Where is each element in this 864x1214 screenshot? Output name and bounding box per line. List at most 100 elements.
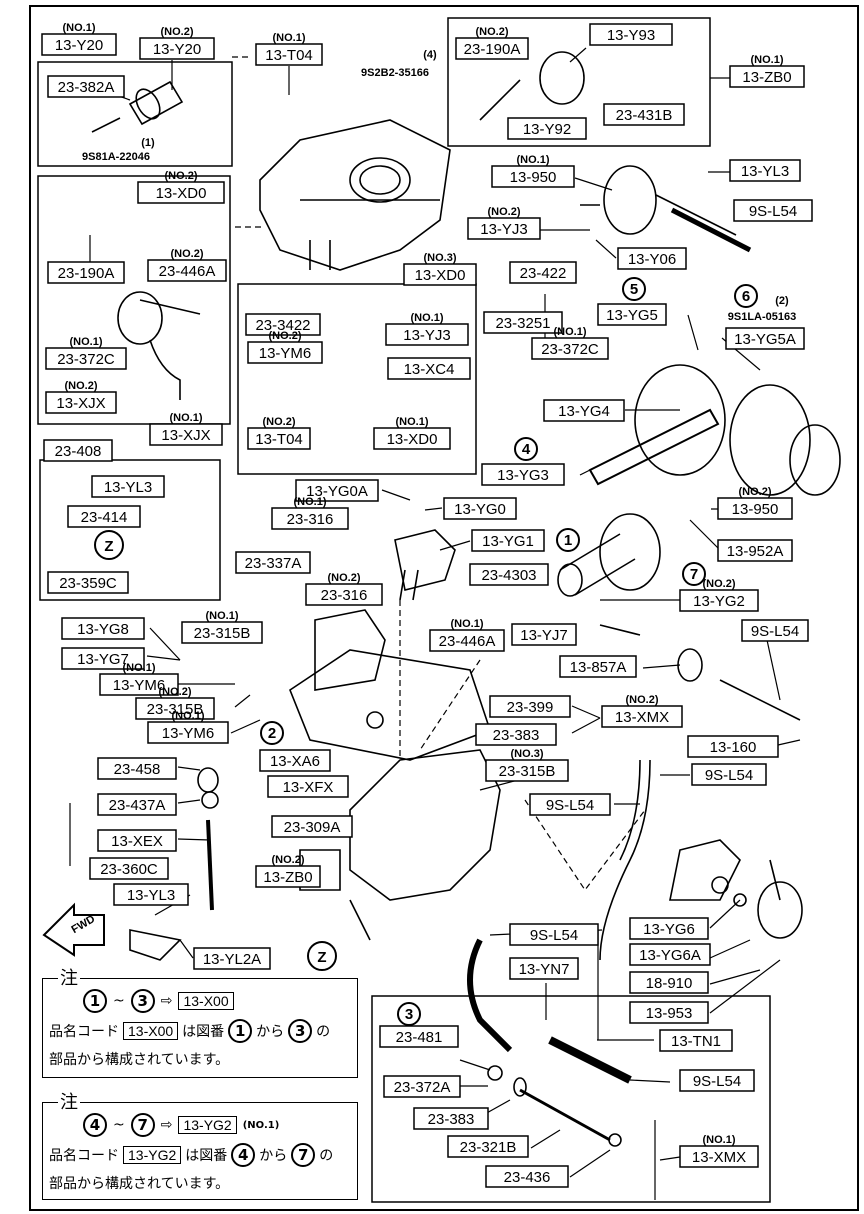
callout-box	[247, 427, 311, 450]
part-callout: 23-316(NO.2)	[305, 572, 383, 606]
callout-box	[529, 793, 611, 816]
callout-text: 13-Y93	[607, 27, 655, 44]
callout-box	[259, 749, 331, 772]
part-number-label: 9S2B2-35166	[361, 67, 429, 79]
part-callout: 23-382A	[47, 75, 125, 98]
callout-text: 13-YN7	[519, 961, 570, 978]
note2-suffix: の	[319, 1148, 334, 1164]
note1-line2-from: 1	[228, 1019, 253, 1043]
callout-sub: (NO.2)	[626, 694, 659, 706]
part-number-label: (1)	[141, 137, 155, 149]
callout-text: 13-ZB0	[263, 869, 312, 886]
callout-text: 13-YG8	[77, 621, 129, 638]
callout-box	[47, 571, 129, 594]
callout-text: 13-YJ7	[520, 627, 568, 644]
callout-text: 23-315B	[499, 763, 556, 780]
callout-sub: (NO.1)	[411, 312, 444, 324]
callout-text: 13-Y20	[55, 37, 103, 54]
part-callout: 23-437A	[97, 793, 177, 816]
part-callout: 23-359C	[47, 571, 129, 594]
callout-box	[717, 539, 793, 562]
callout-text: 13-YG4	[558, 403, 610, 420]
part-callout: 23-321B	[447, 1135, 529, 1158]
small-label-layer: (4)9S2B2-35166(1)9S81A-22046(2)9S1LA-051…	[82, 49, 796, 323]
callout-text: 23-359C	[59, 575, 117, 592]
callout-box	[489, 695, 571, 718]
callout-text: 13-160	[710, 739, 757, 756]
callout-box	[255, 43, 323, 66]
callout-box	[629, 943, 711, 966]
callout-box	[691, 763, 767, 786]
callout-text: 13-950	[510, 169, 557, 186]
part-callout: 13-XJX(NO.2)	[45, 380, 117, 414]
part-callout: 13-YL3	[91, 475, 165, 498]
callout-text: 23-372A	[394, 1079, 451, 1096]
part-callout: 23-309A	[271, 815, 353, 838]
callout-text: 13-T04	[265, 47, 313, 64]
part-callout: 23-383	[413, 1107, 489, 1130]
circled-number-ring	[734, 284, 758, 308]
callout-text: 23-315B	[147, 701, 204, 718]
callout-text: 23-372C	[541, 341, 599, 358]
callout-box	[255, 865, 321, 888]
part-callout: 13-XC4	[387, 357, 471, 380]
callout-box	[387, 357, 471, 380]
part-callout: 13-YG5A	[725, 327, 805, 350]
callout-text: 18-910	[646, 975, 693, 992]
callout-text: 23-458	[114, 761, 161, 778]
part-callout: 13-YJ3(NO.2)	[467, 206, 541, 240]
callout-box	[729, 65, 805, 88]
callout-box	[509, 261, 577, 284]
callout-box	[597, 303, 667, 326]
callout-box	[113, 883, 189, 906]
callout-text: 23-190A	[58, 265, 115, 282]
callout-sub: (NO.2)	[161, 26, 194, 38]
callout-sub: (NO.1)	[123, 662, 156, 674]
callout-text: 13-YG7	[77, 651, 129, 668]
callout-text: 23-3251	[495, 315, 550, 332]
part-callout: 13-T04(NO.1)	[255, 32, 323, 66]
part-callout: 23-431B	[603, 103, 685, 126]
part-callout: 13-YM6(NO.1)	[99, 662, 179, 696]
callout-text: 13-YJ3	[403, 327, 451, 344]
callout-text: 23-382A	[58, 79, 115, 96]
part-callout: 13-YJ7	[511, 623, 577, 646]
callout-text: 13-YG6	[643, 921, 695, 938]
callout-text: 13-953	[646, 1005, 693, 1022]
part-callout: 13-T04(NO.2)	[247, 416, 311, 450]
callout-text: 13-857A	[570, 659, 627, 676]
callout-box	[45, 347, 127, 370]
part-callout: 18-910	[629, 971, 709, 994]
part-callout: 13-TN1	[659, 1029, 733, 1052]
part-callout: 23-408	[43, 439, 113, 462]
callout-text: 13-Y92	[523, 121, 571, 138]
part-callout: 13-YG0A	[295, 479, 379, 502]
callout-box	[455, 37, 529, 60]
part-callout: 23-458	[97, 757, 177, 780]
part-callout: 9S-L54	[691, 763, 767, 786]
callout-box	[245, 313, 321, 336]
part-callout: 9S-L54	[741, 619, 809, 642]
z-mark: Z	[317, 949, 326, 966]
part-callout: 13-950(NO.2)	[717, 486, 793, 520]
part-callout: 13-YG1	[471, 529, 545, 552]
part-callout: 13-YM6(NO.1)	[147, 710, 229, 744]
part-callout: 13-XFX	[267, 775, 349, 798]
callout-text: 13-XC4	[404, 361, 455, 378]
part-callout: 23-4303	[469, 563, 549, 586]
circled-number: 4	[522, 441, 531, 458]
callout-sub: (NO.2)	[159, 686, 192, 698]
callout-text: 13-YL3	[741, 163, 789, 180]
part-callout: 13-YG0	[443, 497, 517, 520]
part-number-label: 9S81A-22046	[82, 151, 150, 163]
callout-box	[679, 589, 759, 612]
callout-text: 23-316	[321, 587, 368, 604]
callout-sub: (NO.2)	[703, 578, 736, 590]
callout-box	[589, 23, 673, 46]
callout-text: 13-YG0	[454, 501, 506, 518]
callout-box	[629, 971, 709, 994]
group-frames	[37, 17, 771, 1203]
callout-sub: (NO.1)	[703, 1134, 736, 1146]
callout-box	[99, 673, 179, 696]
